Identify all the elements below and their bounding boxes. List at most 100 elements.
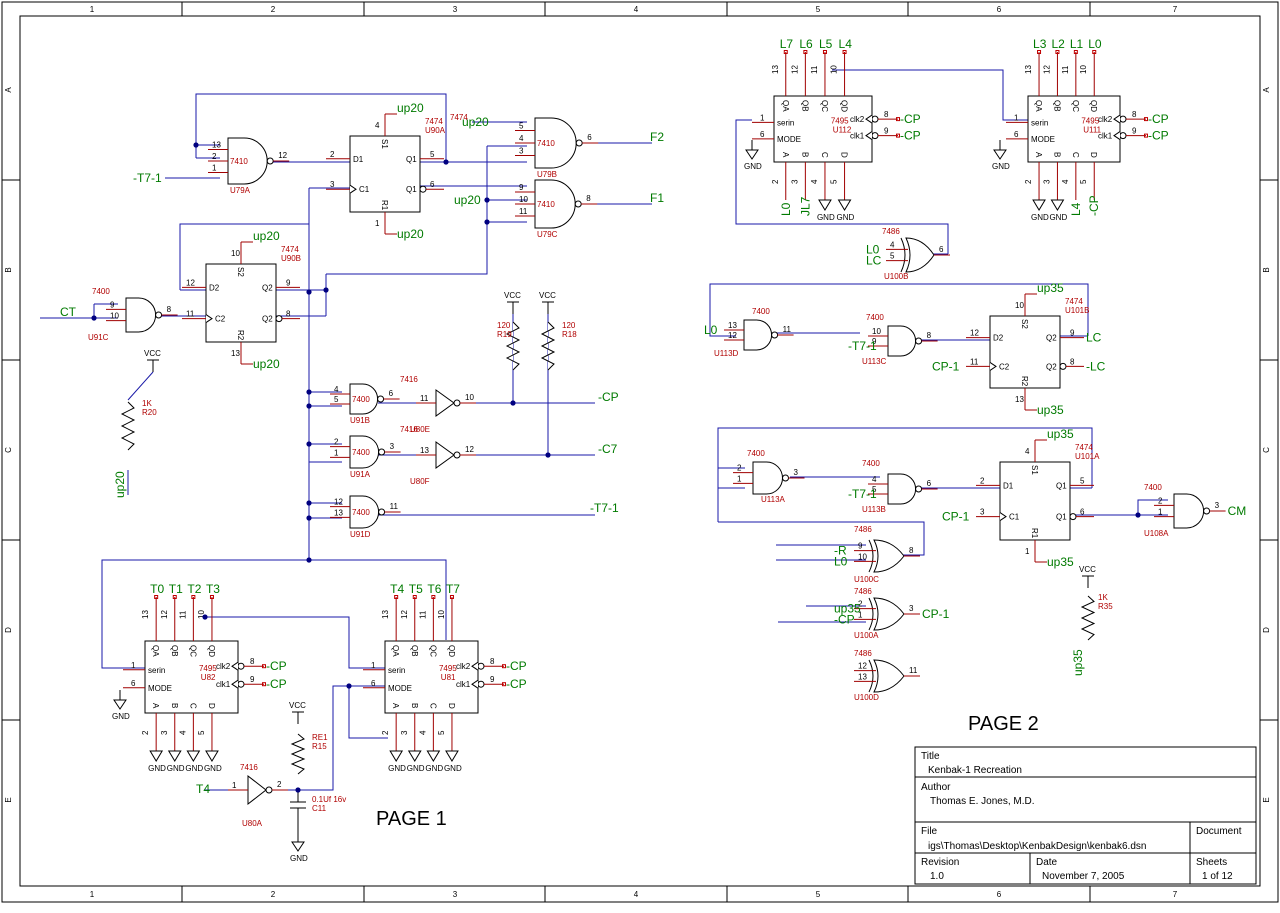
net-label: up20 <box>462 115 489 129</box>
zone-row-label: D <box>4 627 13 633</box>
sr-pin-number: 2 <box>1024 179 1033 184</box>
zone-col-label: 4 <box>634 5 639 14</box>
net-label: up20 <box>253 357 280 371</box>
sr-pin-label: QA <box>1034 100 1043 112</box>
ref-designator: U108A <box>1144 529 1169 538</box>
ff-pin-label: Q1 <box>406 155 417 164</box>
zone-col-label: 2 <box>271 890 276 899</box>
vcc-symbol: VCC <box>504 291 521 314</box>
gate-pin-number: 1 <box>737 474 742 483</box>
junction-dot <box>306 557 312 563</box>
zone-col-label: 3 <box>453 890 458 899</box>
sr-pin-number: 5 <box>437 730 446 735</box>
gnd-label: GND <box>444 764 462 773</box>
gnd-label: GND <box>112 712 130 721</box>
gate-pin-number: 11 <box>420 394 429 403</box>
sr-pin-label: C <box>188 703 197 709</box>
net-label: up20 <box>397 227 424 241</box>
author-value: Thomas E. Jones, M.D. <box>930 796 1034 807</box>
ref-designator: U79B <box>537 170 557 179</box>
sr-pin-number: 3 <box>400 730 409 735</box>
gate-pin-number: 4 <box>334 385 339 394</box>
sr-pin-label: D <box>447 703 456 709</box>
page2-net-labels: up35 <box>1071 649 1085 676</box>
junction-dot <box>323 287 329 293</box>
gate-pin-number: 1 <box>858 610 863 619</box>
ref-designator: U100D <box>854 693 879 702</box>
ff-pin-label: R1 <box>1030 528 1039 539</box>
part-number: 7495 <box>831 116 849 125</box>
net-label: L7 <box>780 37 794 51</box>
net-label: -CP <box>598 390 619 404</box>
page2-junctions <box>1135 512 1141 518</box>
sr-pin-number: 4 <box>1061 179 1070 184</box>
gnd-label: GND <box>744 162 762 171</box>
gnd-symbol: GND <box>992 140 1010 171</box>
gate-pin-number: 2 <box>334 438 339 447</box>
net-label: T3 <box>206 582 220 596</box>
gate-pin-number: 8 <box>909 546 914 555</box>
sr-pin-label: MODE <box>388 684 412 693</box>
sr-pin-number: 12 <box>790 65 799 74</box>
zone-row-label: E <box>1262 797 1271 802</box>
net-label: up35 <box>834 602 861 616</box>
gate-pin-number: 13 <box>334 508 343 517</box>
ff-pin-label: C2 <box>999 362 1010 371</box>
sr-pin-label: QD <box>1089 100 1098 112</box>
ff-pin-label: Q1 <box>1056 481 1067 490</box>
zone-col-label: 2 <box>271 5 276 14</box>
net-label: up35 <box>1047 427 1074 441</box>
pin-end <box>1037 50 1042 54</box>
page1-junctions <box>91 142 551 793</box>
gate-pin-number: 1 <box>232 781 237 790</box>
sheets-value: 1 of 12 <box>1202 871 1233 882</box>
gate-pin-number: 9 <box>858 542 863 551</box>
zone-col-label: 1 <box>90 5 95 14</box>
pin-end <box>394 595 399 599</box>
sr-pin-label: QC <box>1071 100 1080 112</box>
ff-pin-number: 1 <box>375 219 380 228</box>
gnd-label: GND <box>1031 213 1049 222</box>
net-label: -CP <box>1148 112 1169 126</box>
junction-dot <box>443 159 449 165</box>
zone-col-label: 6 <box>997 890 1002 899</box>
net-label: up20 <box>113 471 127 498</box>
ff-pin-label: Q2 <box>262 315 273 324</box>
net-label: L5 <box>819 37 833 51</box>
sr-pin-number: 6 <box>371 679 376 688</box>
gate-pin-number: 4 <box>519 134 524 143</box>
sr-pin-number: 11 <box>418 610 427 619</box>
sr-pin-label: QC <box>188 645 197 657</box>
net-label: F2 <box>650 130 664 144</box>
gate-pin-number: 12 <box>278 151 287 160</box>
ff-pin-label: C1 <box>359 185 370 194</box>
ref-designator: R19 <box>497 330 512 339</box>
net-label: L2 <box>1051 37 1065 51</box>
ff-pin-label: Q1 <box>406 185 417 194</box>
sr-pin-label: QD <box>207 645 216 657</box>
ref-designator: U90B <box>281 254 301 263</box>
sr-pin-label: D <box>207 703 216 709</box>
zone-row-label: E <box>4 797 13 802</box>
net-label: L1 <box>1070 37 1084 51</box>
net-label: up35 <box>1037 281 1064 295</box>
net-label: up35 <box>1037 403 1064 417</box>
ff-pin-label: C1 <box>1009 513 1020 522</box>
sr-pin-label: QB <box>800 100 809 112</box>
ff-pin-number: 8 <box>286 310 291 319</box>
gnd-label: GND <box>167 764 185 773</box>
gate-pin-number: 3 <box>794 468 799 477</box>
net-label: up20 <box>253 229 280 243</box>
gnd-label: GND <box>1049 213 1067 222</box>
resistor-value: 120 <box>497 321 511 330</box>
ff-pin-label: R1 <box>380 200 389 211</box>
zone-col-label: 5 <box>816 890 821 899</box>
gate-pin-number: 2 <box>858 600 863 609</box>
pin-end <box>502 664 506 669</box>
shift-register-u112: QA13L7QB12L6QC11L5QD10L4A2L0B3JL7C4GNDD5… <box>752 37 921 222</box>
part-number: 7486 <box>882 227 900 236</box>
sr-pin-number: 11 <box>810 65 819 74</box>
